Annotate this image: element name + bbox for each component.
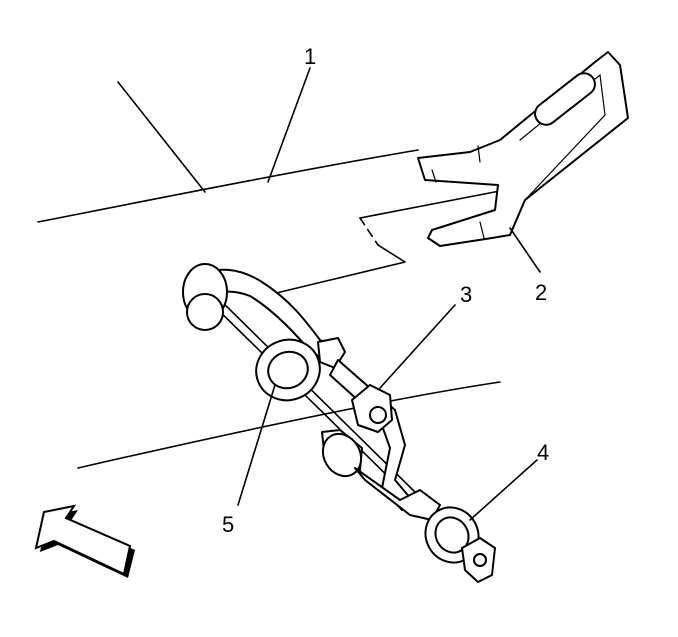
leader-line-5 (237, 384, 276, 506)
lock-cylinder (424, 506, 496, 583)
callout-3: 3 (460, 282, 472, 307)
lock-cylinder-housing (321, 429, 441, 521)
callout-labels: 1 2 3 4 5 (222, 44, 549, 537)
leader-line-1 (267, 67, 311, 183)
forward-direction-arrow-icon (34, 504, 135, 578)
lock-cylinder-seal (255, 338, 321, 402)
leader-lines (237, 67, 541, 521)
leader-line-4 (469, 459, 538, 521)
leader-line-3 (379, 304, 456, 389)
callout-2: 2 (535, 280, 547, 305)
callout-4: 4 (537, 440, 549, 465)
lock-rod-assembly (182, 263, 416, 499)
door-panel-outline (37, 81, 506, 469)
leader-line-2 (509, 227, 541, 273)
lock-cylinder-retainer (417, 51, 629, 247)
callout-1: 1 (304, 44, 316, 69)
callout-5: 5 (222, 512, 234, 537)
